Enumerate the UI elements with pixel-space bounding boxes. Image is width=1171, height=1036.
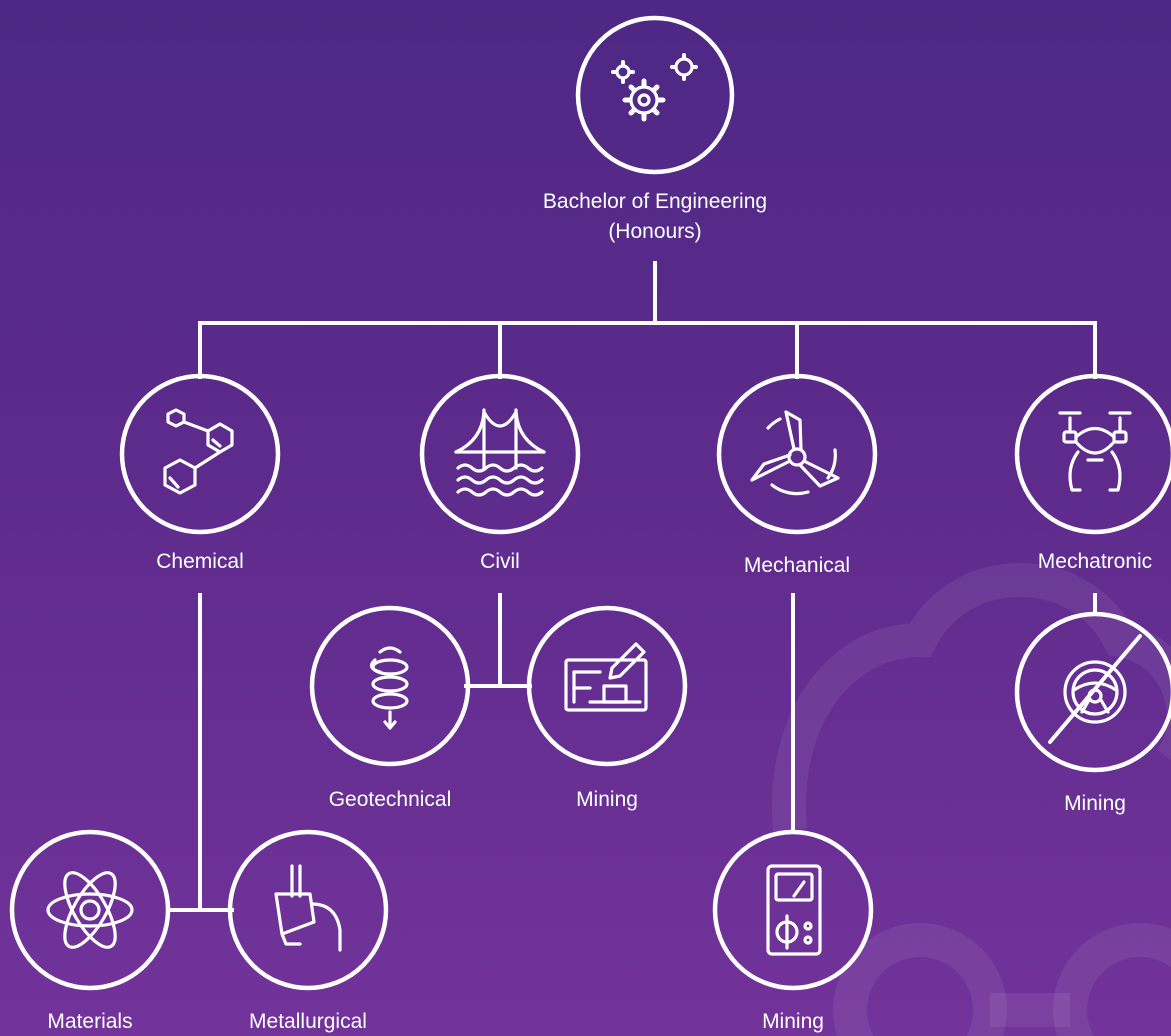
node-civil: [419, 373, 581, 535]
root-label-line2: (Honours): [608, 220, 702, 243]
drill-spiral-icon: [369, 646, 409, 730]
label-chemical: Chemical: [156, 550, 244, 573]
gears-icon: [611, 53, 698, 122]
multimeter-icon: [766, 864, 822, 956]
connector-lines: [166, 261, 1097, 912]
node-mechatronic-mining: [1014, 611, 1171, 773]
bridge-icon: [454, 408, 546, 497]
label-mechatronic: Mechatronic: [1037, 550, 1153, 573]
node-mechanical: [716, 373, 878, 535]
label-mechanical: Mechanical: [743, 554, 851, 577]
drone-icon: [1058, 411, 1132, 492]
label-geotechnical: Geotechnical: [328, 788, 452, 811]
node-metallurgical: [227, 829, 389, 991]
root-label-line1: Bachelor of Engineering: [542, 190, 768, 213]
node-civil-mining: [526, 605, 688, 767]
crucible-pour-icon: [274, 864, 342, 952]
node-geotechnical: [309, 605, 471, 767]
wind-turbine-icon: [750, 410, 840, 496]
background-watermark: [771, 563, 1171, 1036]
label-mechatronic-mining: Mining: [1064, 792, 1126, 815]
node-mechanical-mining: [712, 829, 874, 991]
steering-wheel-crossed-icon: [1048, 634, 1142, 744]
root-node: [575, 15, 735, 175]
label-civil-mining: Mining: [576, 788, 638, 811]
node-chemical: [119, 373, 281, 535]
label-materials: Materials: [47, 1010, 133, 1033]
label-mechanical-mining: Mining: [762, 1010, 824, 1033]
molecule-icon: [163, 408, 234, 495]
blueprint-pencil-icon: [564, 642, 648, 712]
node-materials: [9, 829, 171, 991]
label-civil: Civil: [480, 550, 520, 573]
node-mechatronic: [1014, 373, 1171, 535]
atom-icon: [46, 871, 134, 949]
label-metallurgical: Metallurgical: [249, 1010, 367, 1033]
